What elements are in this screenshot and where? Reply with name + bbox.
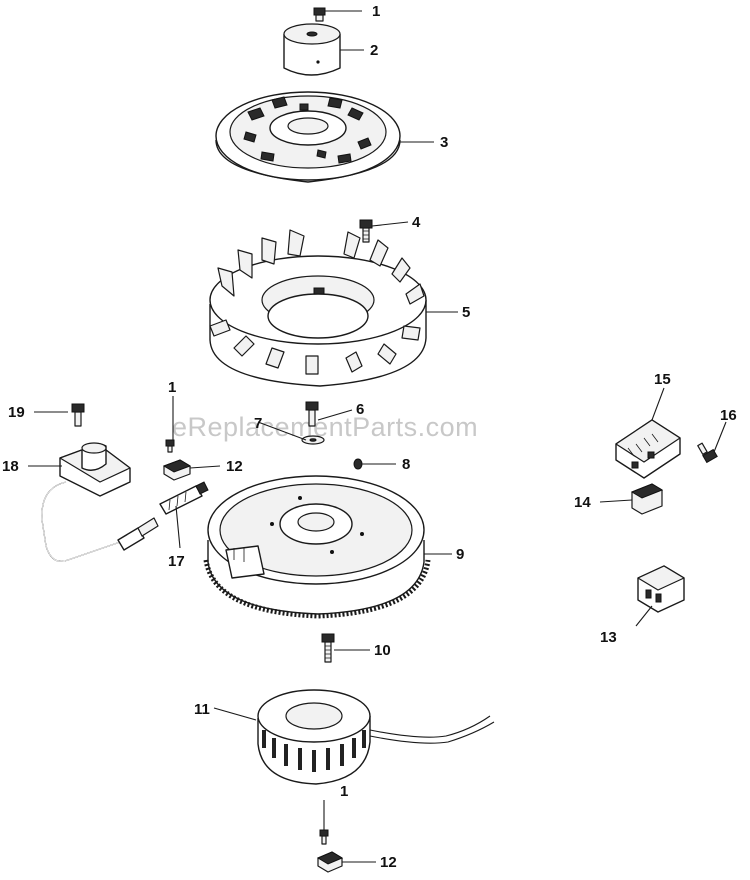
part-bolt-4 (359, 219, 373, 243)
watermark: eReplacementParts.com (172, 412, 478, 442)
part-key-8 (353, 458, 363, 470)
callout-16: 16 (720, 407, 737, 424)
part-fan (209, 229, 427, 387)
part-screw-16 (697, 442, 718, 464)
part-flywheel (203, 475, 431, 619)
callout-10: 10 (374, 642, 391, 659)
part-bolt-19 (71, 403, 85, 427)
part-cup (283, 23, 341, 76)
callout-8: 8 (402, 456, 410, 473)
part-ignition-module (41, 442, 159, 562)
callout-2: 2 (370, 42, 378, 59)
part-washer-7 (301, 435, 325, 445)
part-stator (257, 689, 495, 785)
callout-7: 7 (254, 415, 262, 432)
part-rectifier (615, 419, 681, 479)
part-relay (637, 565, 685, 613)
part-connector-14 (630, 483, 664, 515)
callout-12-mid: 12 (226, 458, 243, 475)
leader-lines (28, 10, 727, 863)
callout-9: 9 (456, 546, 464, 563)
callout-14: 14 (574, 494, 591, 511)
callout-18: 18 (2, 458, 19, 475)
callout-19: 19 (8, 404, 25, 421)
part-screen-disc (215, 91, 401, 183)
callout-13: 13 (600, 629, 617, 646)
callout-3: 3 (440, 134, 448, 151)
part-screw-top (313, 7, 326, 22)
callout-5: 5 (462, 304, 470, 321)
callout-12-bottom: 12 (380, 854, 397, 871)
part-screw-mid (165, 439, 175, 453)
part-screw-bottom (319, 829, 329, 845)
part-bolt-6 (305, 401, 319, 427)
callout-17: 17 (168, 553, 185, 570)
callout-1-top: 1 (372, 3, 380, 20)
callout-1-mid: 1 (168, 379, 176, 396)
part-clip-bottom (316, 851, 344, 873)
callout-1-bottom: 1 (340, 783, 348, 800)
callout-11: 11 (194, 701, 210, 718)
callout-4: 4 (412, 214, 421, 231)
part-spark-plug (159, 481, 209, 515)
callout-labels: 1 2 3 4 5 1 19 6 7 15 16 18 12 8 14 17 9… (2, 3, 737, 871)
part-bolt-10 (321, 633, 335, 663)
callout-6: 6 (356, 401, 364, 418)
part-clip-mid (162, 459, 192, 481)
callout-15: 15 (654, 371, 671, 388)
